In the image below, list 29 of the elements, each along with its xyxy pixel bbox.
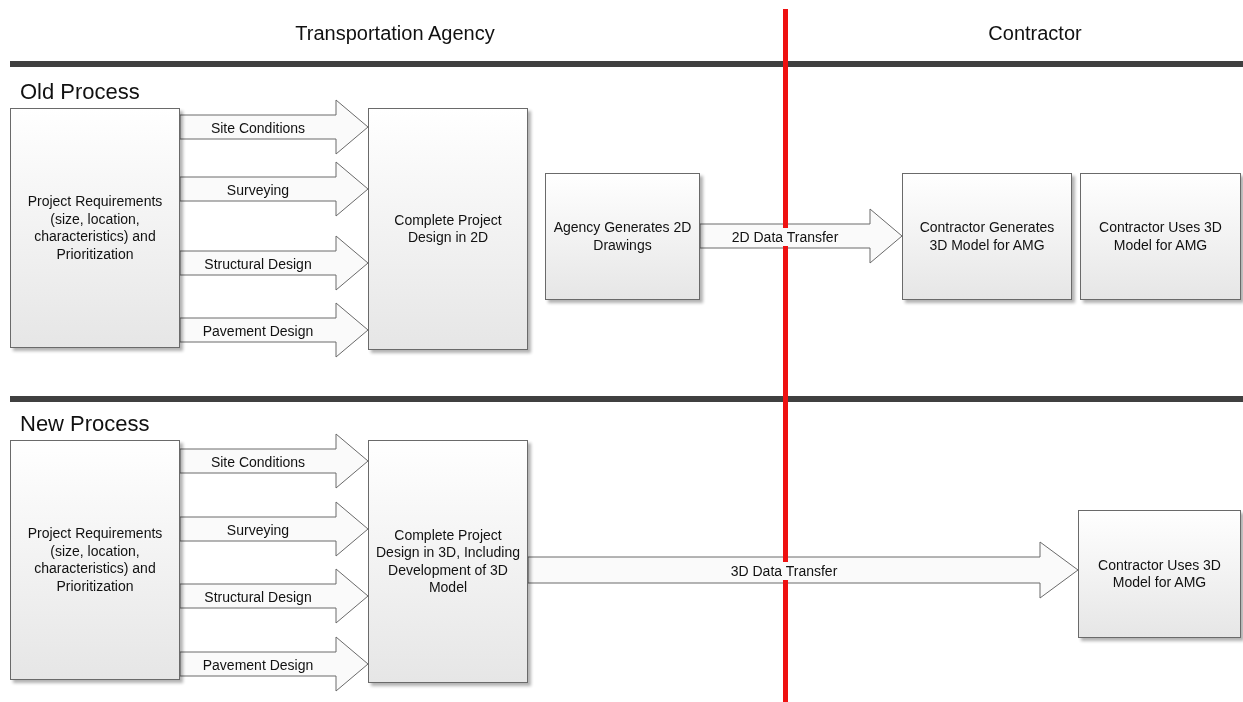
box-text: Project Requirements (size, location, characteristics) and Prioritization — [26, 193, 164, 263]
edge-label: Structural Design — [202, 588, 314, 606]
box-text: Project Requirements (size, location, characteristics) and Prioritization — [26, 525, 164, 595]
box-text: Complete Project Design in 3D, Including Development of 3D Model — [375, 526, 521, 597]
box-text: Contractor Uses 3D Model for AMG — [1097, 556, 1222, 592]
lane-heading: Transportation Agency — [295, 21, 495, 45]
box-text: Agency Generates 2D Drawings — [552, 219, 693, 254]
box-text: Contractor Uses 3D Model for AMG — [1098, 219, 1223, 254]
process-box — [368, 108, 528, 350]
edge-label: Surveying — [224, 181, 292, 199]
process-box — [10, 440, 180, 680]
edge-label: 3D Data Transfer — [728, 562, 840, 580]
process-box — [545, 173, 700, 300]
edge-label: 2D Data Transfer — [729, 228, 841, 246]
edge-label: Pavement Design — [200, 656, 316, 674]
section-heading: Old Process — [20, 79, 140, 105]
box-text: Contractor Generates 3D Model for AMG — [918, 219, 1056, 254]
box-text: Complete Project Design in 2D — [393, 211, 503, 247]
edge-label: Structural Design — [202, 255, 314, 273]
section-heading: New Process — [20, 411, 150, 437]
edge-label: Surveying — [224, 521, 292, 539]
process-box — [1078, 510, 1241, 638]
process-box — [1080, 173, 1241, 300]
process-box — [10, 108, 180, 348]
lane-heading: Contractor — [988, 21, 1082, 45]
edge-label: Pavement Design — [200, 322, 316, 340]
block-arrow — [527, 541, 1079, 599]
process-box — [902, 173, 1072, 300]
process-box — [368, 440, 528, 683]
